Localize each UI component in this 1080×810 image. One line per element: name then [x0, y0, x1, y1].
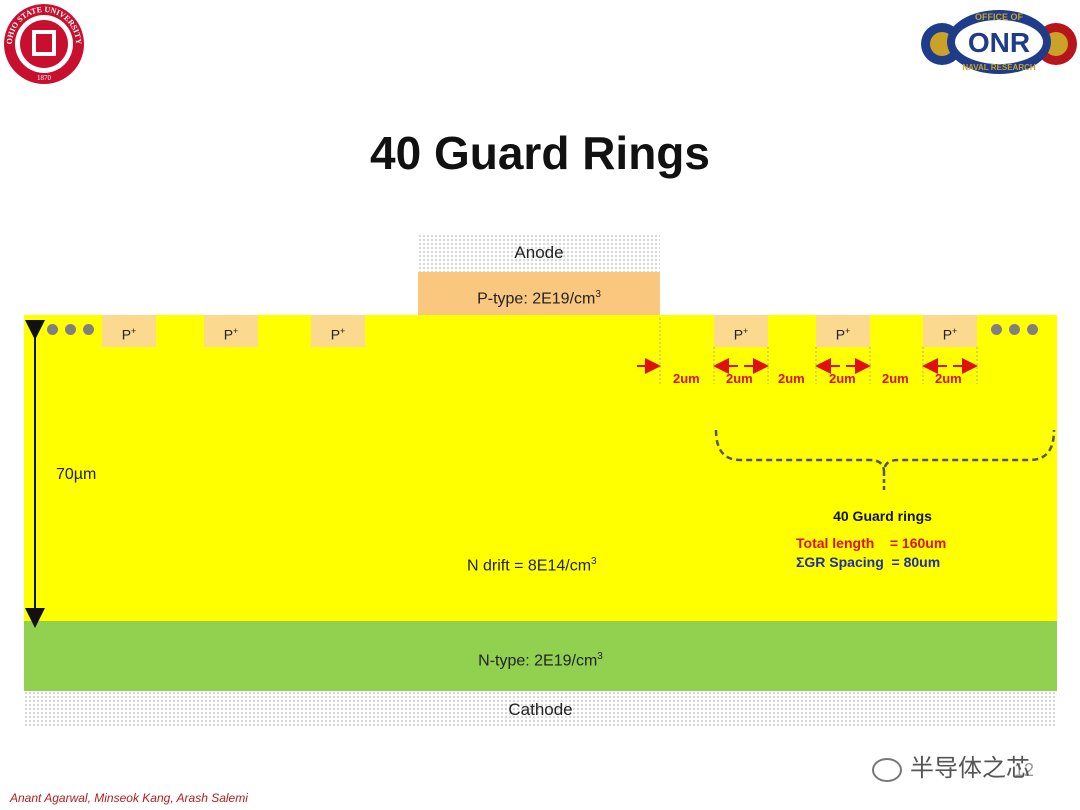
p-plus-sup: +: [233, 326, 239, 336]
ellipsis-dot: [47, 324, 58, 335]
anode-label: Anode: [514, 243, 564, 262]
thickness-label: 70µm: [56, 466, 97, 483]
p-plus-label: P: [733, 326, 744, 343]
gap-label: 2um: [673, 371, 700, 386]
p-plus-ring: P+: [311, 315, 365, 347]
cathode-label: Cathode: [508, 700, 573, 719]
gap-label: 2um: [726, 371, 753, 386]
p-plus-label: P: [835, 326, 846, 343]
guard-rings-title: 40 Guard rings: [833, 508, 932, 524]
ellipsis-dot: [83, 324, 94, 335]
n-drift-label: N drift = 8E14/cm: [467, 557, 592, 575]
n-type-substrate: N-type: 2E19/cm3: [24, 621, 1057, 691]
anode-contact: Anode: [418, 234, 660, 272]
gap-label: 2um: [935, 371, 962, 386]
gr-spacing-text: ΣGR Spacing = 80um: [796, 554, 941, 570]
p-plus-ring: P+: [102, 315, 156, 347]
n-drift-region: [24, 315, 1057, 621]
onr-top-text: OFFICE OF: [975, 12, 1023, 22]
onr-bottom-text: NAVAL RESEARCH: [962, 63, 1036, 72]
n-drift-label-wrap: N drift = 8E14/cm3: [467, 556, 597, 575]
footer-authors: Anant Agarwal, Minseok Kang, Arash Salem…: [10, 791, 248, 805]
p-plus-sup: +: [952, 326, 958, 336]
ellipsis-dot: [991, 324, 1002, 335]
p-plus-sup: +: [743, 326, 749, 336]
wechat-icon: [872, 757, 902, 782]
n-type-superscript: 3: [597, 651, 603, 662]
ellipsis-dot: [65, 324, 76, 335]
p-plus-ring: P+: [204, 315, 258, 347]
p-plus-ring: P+: [714, 315, 768, 347]
total-length-text: Total length = 160um: [796, 535, 947, 551]
gap-label: 2um: [778, 371, 805, 386]
onr-letters: ONR: [968, 27, 1030, 58]
gap-label: 2um: [829, 371, 856, 386]
p-plus-ring: P+: [816, 315, 870, 347]
p-plus-sup: +: [845, 326, 851, 336]
p-type-label: P-type: 2E19/cm: [477, 290, 596, 308]
n-type-label: N-type: 2E19/cm: [478, 652, 598, 670]
p-plus-label: P: [223, 326, 234, 343]
p-plus-label: P: [330, 326, 341, 343]
guard-rings-brace: [714, 429, 1056, 473]
n-drift-superscript: 3: [591, 556, 597, 567]
ellipsis-dot: [1027, 324, 1038, 335]
university-seal-logo: OHIO STATE UNIVERSITY 1870: [2, 2, 86, 86]
gap-label: 2um: [882, 371, 909, 386]
dashed-guides: [659, 318, 978, 384]
onr-logo: OFFICE OF ONR NAVAL RESEARCH: [918, 6, 1080, 78]
p-plus-label: P: [121, 326, 132, 343]
slide-title: 40 Guard Rings: [370, 127, 710, 179]
p-plus-label: P: [942, 326, 953, 343]
watermark-text: 半导体之芯: [910, 755, 1030, 782]
ellipsis-dot: [1009, 324, 1020, 335]
page-number: 12: [1014, 760, 1035, 780]
p-type-superscript: 3: [595, 289, 601, 300]
cathode-contact: Cathode: [24, 691, 1057, 728]
watermark-wrap: 半导体之芯: [872, 748, 1030, 783]
p-plus-ring: P+: [923, 315, 977, 347]
p-plus-sup: +: [131, 326, 137, 336]
p-plus-sup: +: [340, 326, 346, 336]
p-type-region: P-type: 2E19/cm3: [418, 272, 660, 315]
seal-year: 1870: [37, 74, 52, 82]
